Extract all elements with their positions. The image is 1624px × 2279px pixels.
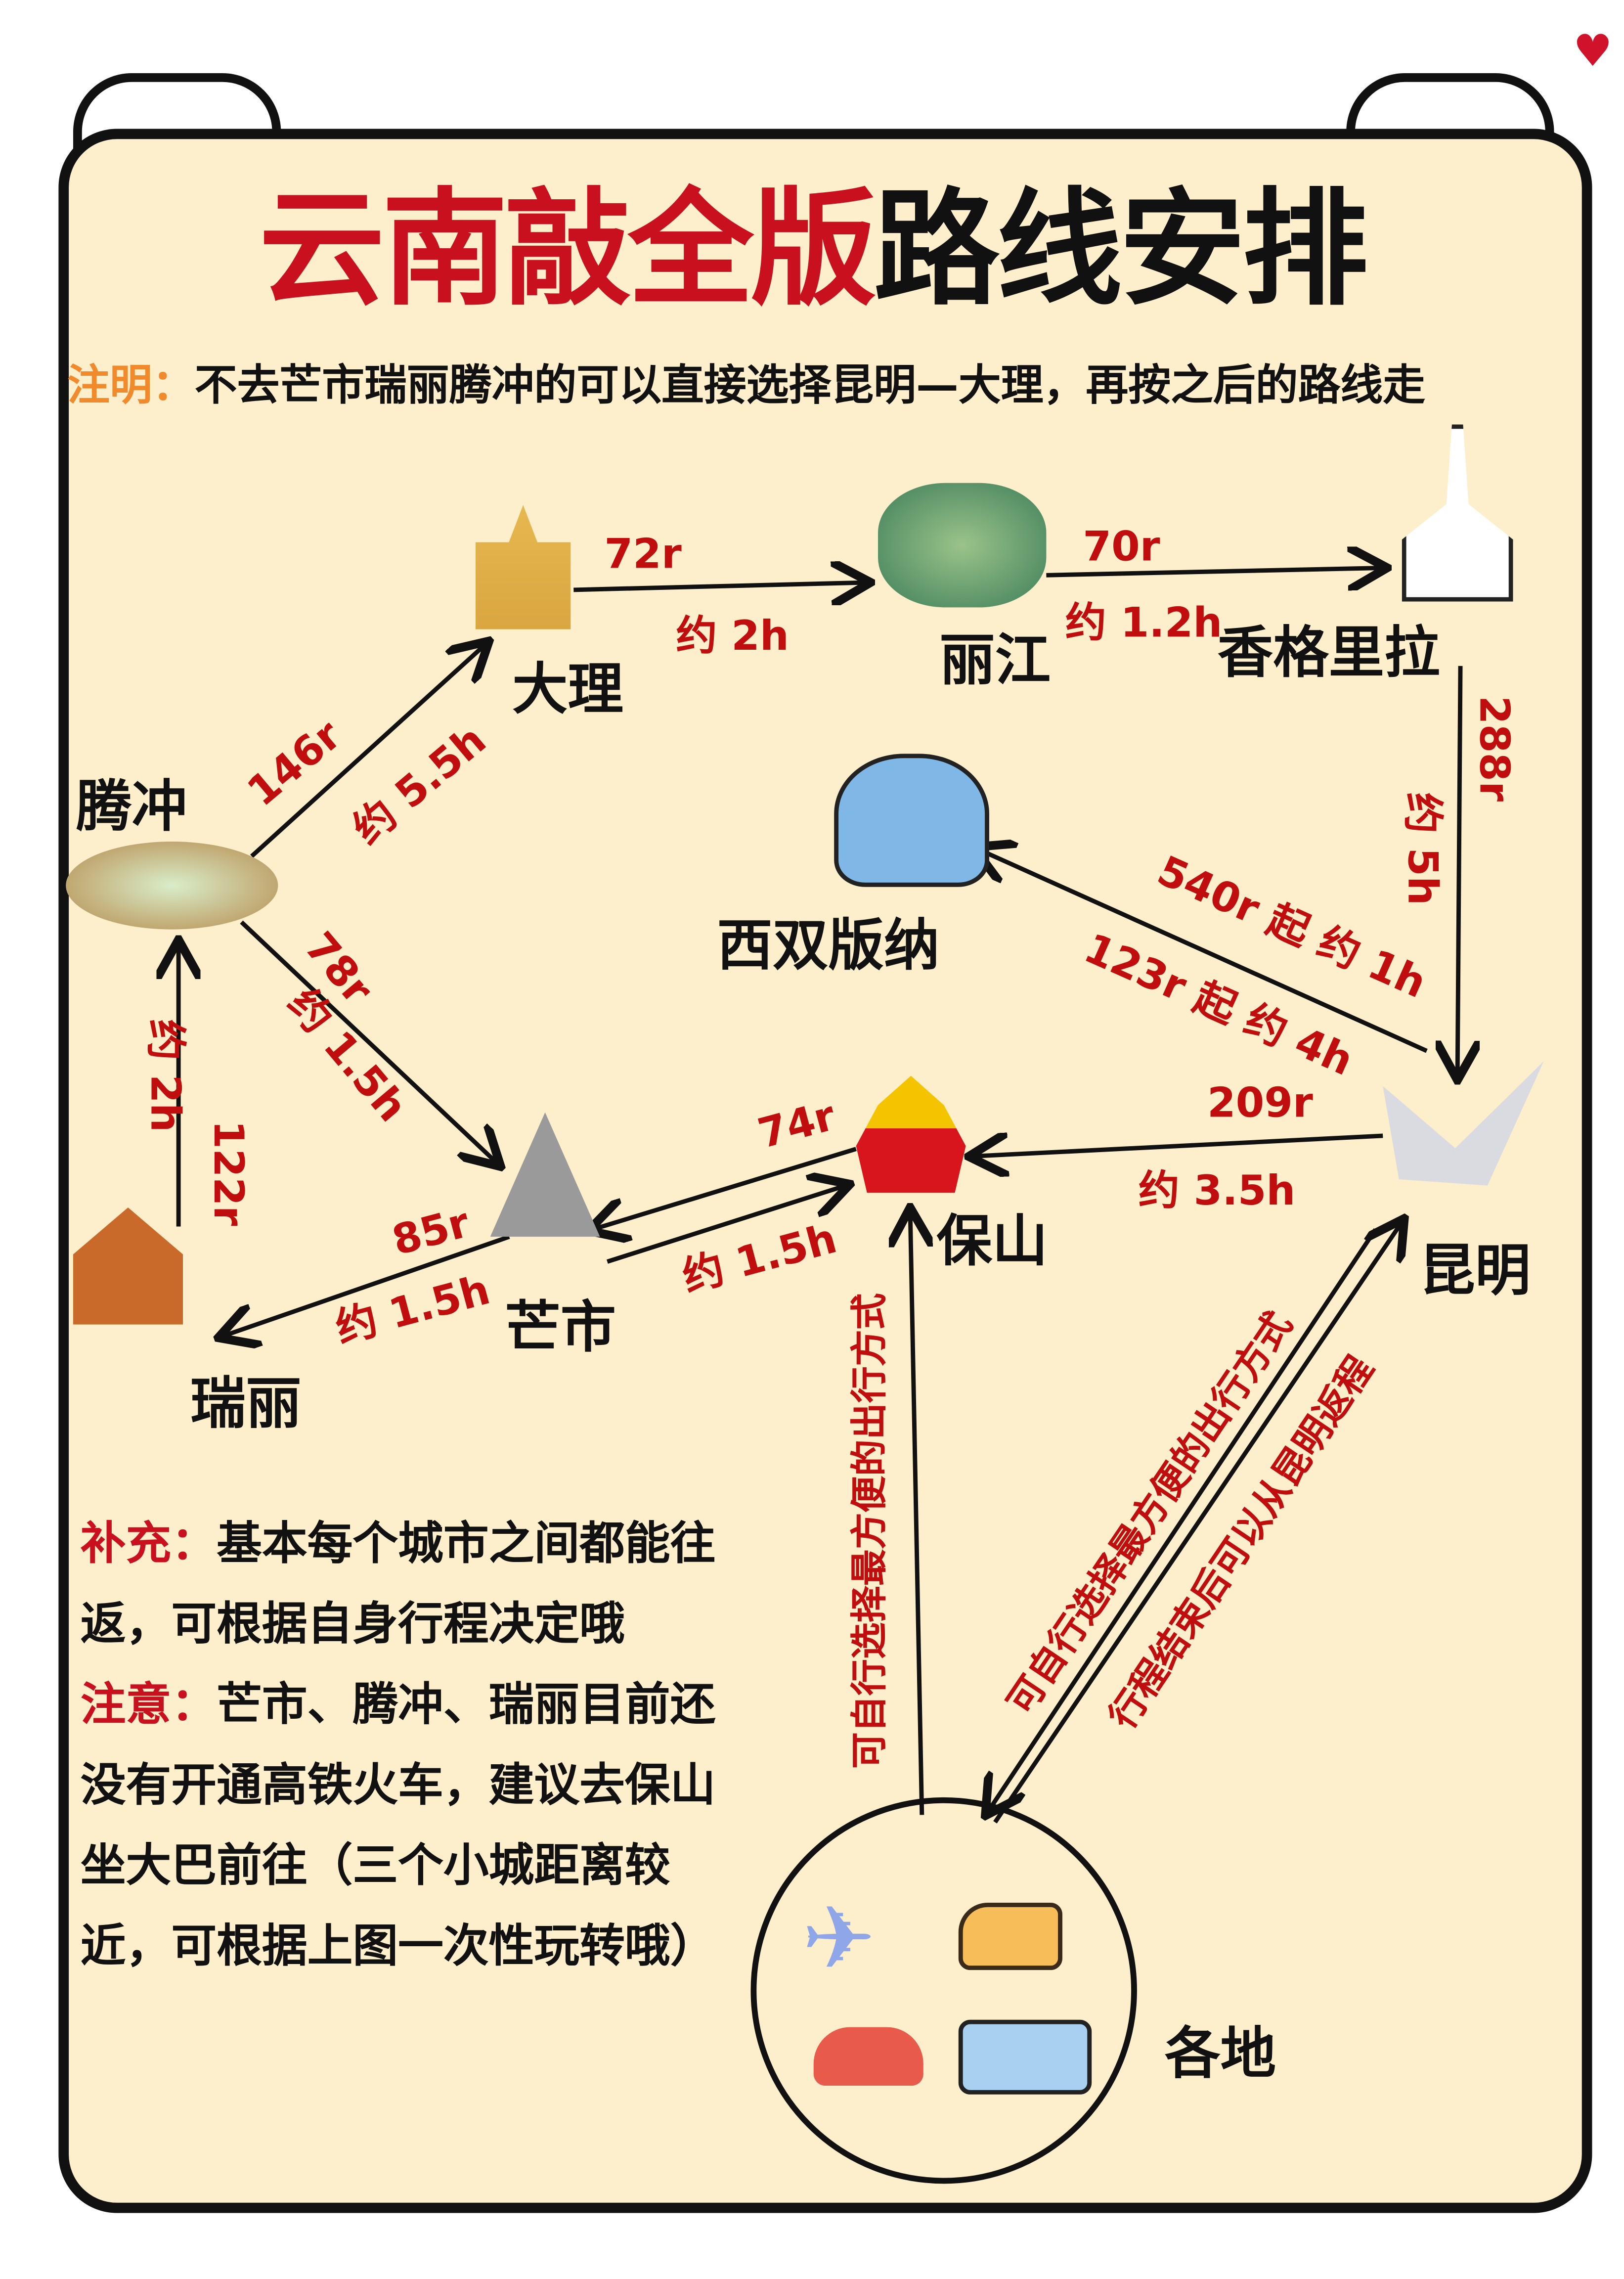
time-shangri-kunming: 约 5h (1398, 792, 1447, 906)
attention-text: 芒市、腾冲、瑞丽目前还没有开通高铁火车，建议去保山坐大巴前往（三个小城距离较近，… (80, 1679, 716, 1973)
arrow-gedi-kunming (993, 1222, 1402, 1824)
arrow-dali-lijiang (573, 582, 866, 590)
city-xishuangbanna: 西双版纳 (717, 913, 940, 978)
route-gedi-baoshan: 可自行选择最方便的出行方式 (848, 1293, 891, 1769)
price-kunming-baoshan: 209r (1207, 1078, 1313, 1127)
arrow-kunming-banna (977, 849, 1428, 1053)
supplement-text: 基本每个城市之间都能往返，可根据自身行程决定哦 (80, 1518, 716, 1651)
city-baoshan: 保山 (936, 1208, 1048, 1274)
car-icon (813, 2027, 923, 2086)
time-lijiang-shangri: 约 1.2h (1065, 598, 1223, 647)
heart-icon: ♥ (1573, 26, 1613, 78)
city-mangshi: 芒市 (505, 1295, 616, 1360)
bus-icon (958, 2019, 1092, 2095)
note-text: 不去芒市瑞丽腾冲的可以直接选择昆明—大理，再按之后的路线走 (194, 360, 1426, 410)
title-black: 路线安排 (874, 177, 1368, 324)
side-notes: 补充：基本每个城市之间都能往返，可根据自身行程决定哦 注意：芒市、腾冲、瑞丽目前… (81, 1505, 739, 1988)
city-lijiang: 丽江 (939, 627, 1051, 693)
city-dali: 大理 (512, 657, 624, 722)
time-dali-lijiang: 约 2h (676, 612, 789, 660)
note-label: 注明： (67, 360, 195, 410)
arrow-lijiang-shangri (1046, 568, 1383, 575)
poster-frame (58, 129, 1592, 2213)
arrow-tengchong-dali (250, 644, 486, 858)
city-shangri-la: 香格里拉 (1217, 621, 1440, 685)
arrow-baoshan-mangshi (593, 1147, 857, 1230)
price-dali-lijiang: 72r (604, 530, 682, 579)
supplement-label: 补充： (80, 1518, 217, 1571)
price-lijiang-shangri: 70r (1083, 522, 1160, 571)
time-kunming-baoshan: 约 3.5h (1138, 1166, 1296, 1215)
note: 注明：不去芒市瑞丽腾冲的可以直接选择昆明—大理，再按之后的路线走 (67, 351, 1425, 412)
city-tengchong: 腾冲 (76, 774, 187, 839)
arrow-gedi-baoshan (910, 1212, 922, 1815)
time-ruili-tengchong: 约 2h (141, 1019, 190, 1132)
airplane-icon: ✈ (802, 1888, 876, 1991)
elephant-icon (834, 754, 989, 887)
attention-label: 注意： (80, 1679, 217, 1732)
train-icon (958, 1903, 1062, 1970)
city-gedi: 各地 (1165, 2021, 1276, 2086)
arrow-mangshi-baoshan (607, 1186, 845, 1264)
hotspring-icon (66, 842, 278, 930)
city-kunming: 昆明 (1419, 1238, 1531, 1303)
waterwheel-icon (878, 483, 1047, 608)
arrow-shangri-kunming (1457, 666, 1460, 1076)
title-red: 云南敲全版 (259, 177, 877, 324)
arrow-kunming-baoshan (973, 1136, 1383, 1156)
price-ruili-tengchong: 122r (204, 1120, 253, 1226)
page-title: 云南敲全版路线安排 (0, 146, 1624, 329)
arrow-tengchong-mangshi (240, 920, 497, 1163)
city-ruili: 瑞丽 (190, 1371, 302, 1436)
arrow-kunming-gedi (988, 1228, 1378, 1812)
transport-circle (750, 1797, 1137, 2184)
arrow-mangshi-ruili (222, 1235, 510, 1336)
price-shangri-kunming: 288r (1470, 696, 1519, 802)
